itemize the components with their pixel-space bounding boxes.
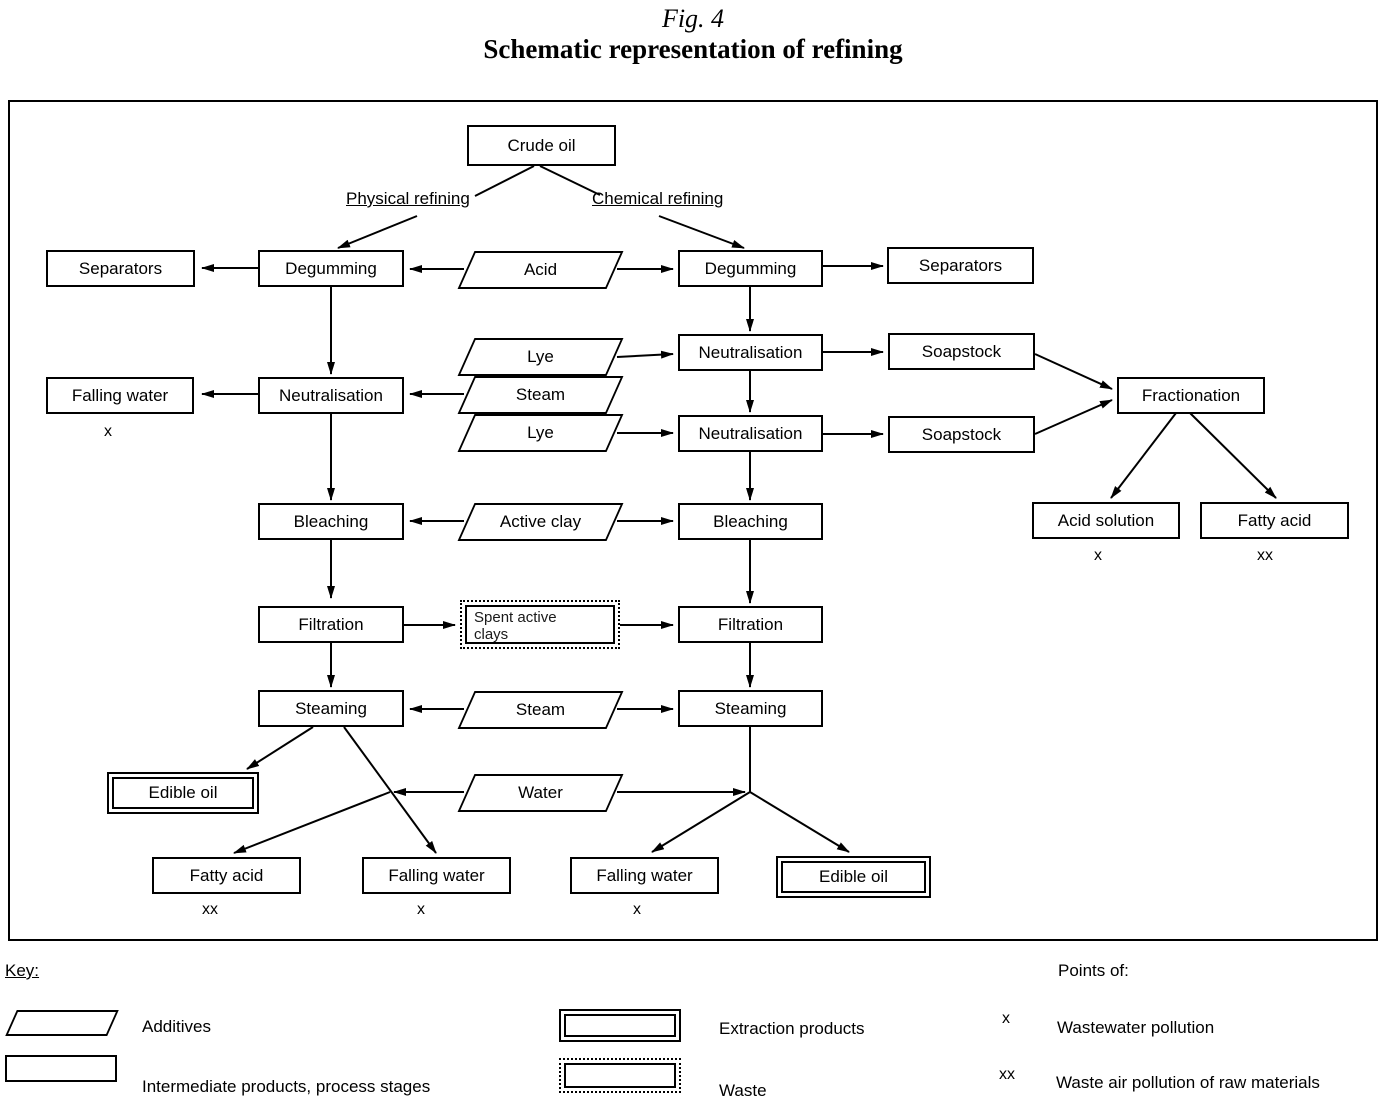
node-water-additive: Water [457, 774, 624, 812]
parallelogram-shape [5, 1010, 119, 1036]
node-degumming-right: Degumming [678, 250, 823, 287]
node-falling-water-bottom-left: Falling water [362, 857, 511, 894]
node-acid-solution: Acid solution [1032, 502, 1180, 539]
key-additives-label: Additives [142, 1017, 211, 1036]
node-separators-left: Separators [46, 250, 195, 287]
key-extraction-symbol [559, 1009, 681, 1042]
node-acid-additive: Acid [457, 251, 624, 289]
node-lye-top-additive: Lye [457, 338, 624, 376]
key-waste-label: Waste [719, 1081, 767, 1100]
key-intermediate-symbol [5, 1055, 117, 1082]
key-xx-marker: xx [999, 1066, 1015, 1083]
node-steam-bottom-additive: Steam [457, 691, 624, 729]
node-steam-top-additive: Steam [457, 376, 624, 414]
node-fatty-acid-bottom: Fatty acid [152, 857, 301, 894]
key-title: Key: [5, 961, 40, 980]
branch-label-chemical-refining: Chemical refining [592, 189, 724, 208]
waste-box-inner: Spent active clays [465, 605, 615, 644]
wastewater-marker-falling-water-bottom-left: x [417, 901, 425, 918]
node-falling-water-left: Falling water [46, 377, 194, 414]
key-intermediate-label: Intermediate products, process stages [142, 1077, 431, 1096]
key-x-marker: x [1002, 1010, 1010, 1027]
node-soapstock-1: Soapstock [888, 333, 1035, 370]
figure-title: Schematic representation of refining [483, 34, 903, 64]
node-edible-oil-left: Edible oil [107, 772, 259, 814]
key-x-label: Wastewater pollution [1057, 1018, 1215, 1037]
wastewater-marker-falling-water-bottom-right: x [633, 901, 641, 918]
waste-air-marker-fatty-acid-right: xx [1257, 547, 1273, 564]
node-lye-bottom-additive: Lye [457, 414, 624, 452]
node-spent-active-clays-waste: Spent active clays [460, 600, 620, 649]
node-steaming-left: Steaming [258, 690, 404, 727]
wastewater-marker-falling-water-left: x [104, 423, 112, 440]
node-filtration-left: Filtration [258, 606, 404, 643]
node-falling-water-bottom-right: Falling water [570, 857, 719, 894]
node-bleaching-left: Bleaching [258, 503, 404, 540]
wastewater-marker-acid-solution: x [1094, 547, 1102, 564]
figure-number: Fig. 4 [661, 4, 725, 33]
node-neutralisation-left: Neutralisation [258, 377, 404, 414]
node-degumming-left: Degumming [258, 250, 404, 287]
node-active-clay-additive: Active clay [457, 503, 624, 541]
branch-label-physical-refining: Physical refining [346, 189, 470, 208]
key-waste-symbol [559, 1058, 681, 1093]
node-steaming-right: Steaming [678, 690, 823, 727]
key-points-of-label: Points of: [1058, 961, 1129, 980]
node-fractionation: Fractionation [1117, 377, 1265, 414]
node-neutralisation-right2: Neutralisation [678, 415, 823, 452]
node-separators-right: Separators [887, 247, 1034, 284]
node-neutralisation-right1: Neutralisation [678, 334, 823, 371]
node-filtration-right: Filtration [678, 606, 823, 643]
node-fatty-acid-right: Fatty acid [1200, 502, 1349, 539]
node-soapstock-2: Soapstock [888, 416, 1035, 453]
node-edible-oil-right: Edible oil [776, 856, 931, 898]
waste-air-marker-fatty-acid-bottom: xx [202, 901, 218, 918]
key-extraction-label: Extraction products [719, 1019, 865, 1038]
node-bleaching-right: Bleaching [678, 503, 823, 540]
key-additives-symbol [5, 1010, 119, 1036]
key-xx-label: Waste air pollution of raw materials [1056, 1073, 1320, 1092]
node-crude-oil: Crude oil [467, 125, 616, 166]
diagram-frame [8, 100, 1378, 941]
